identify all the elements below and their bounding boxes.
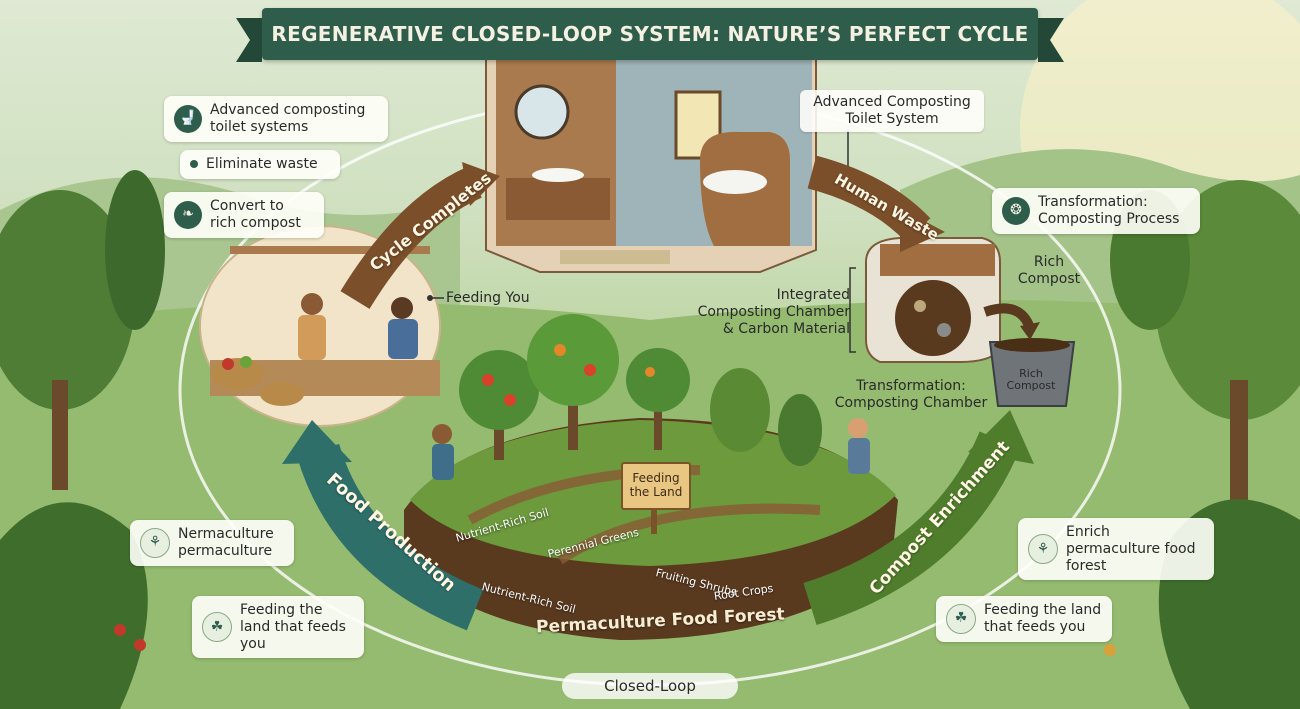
label-feeding-you: Feeding You <box>446 290 530 306</box>
sprout-icon: ⚘ <box>140 527 170 558</box>
arrowhead <box>968 410 1034 464</box>
callout-convert-compost: ❧ Convert to rich compost <box>164 192 324 238</box>
callout-enrich-forest: ⚘ Enrich permaculture food forest <box>1018 518 1214 581</box>
callout-feeding-land-left: ☘ Feeding the land that feeds you <box>192 596 364 659</box>
foliage-left <box>0 502 148 709</box>
bin-compost <box>994 338 1070 352</box>
to-bin-arrowhead <box>1020 322 1040 340</box>
fruit <box>504 394 516 406</box>
callout-eliminate-waste: Eliminate waste <box>180 150 340 179</box>
person-head <box>391 297 413 319</box>
arrow-compost-enrichment <box>803 431 1021 625</box>
garden-path <box>557 503 821 565</box>
cypress-left <box>105 170 165 330</box>
tree-right-1 <box>1155 180 1300 420</box>
bracket <box>849 267 856 353</box>
label-closed-loop: Closed-Loop <box>562 673 738 699</box>
chamber-lid <box>880 244 995 276</box>
fruit <box>645 367 655 377</box>
person-body <box>298 315 326 360</box>
fruit <box>584 364 596 376</box>
bath-mat <box>560 250 670 264</box>
title-banner: REGENERATIVE CLOSED-LOOP SYSTEM: NATURE’… <box>236 8 1064 62</box>
arrowhead <box>282 420 352 464</box>
callout-composting-toilets: 🚽 Advanced composting toilet systems <box>164 96 388 142</box>
vanity <box>506 178 610 220</box>
veg-basket <box>260 382 304 406</box>
compost-icon: ❂ <box>1002 196 1030 225</box>
arrowhead <box>900 208 945 252</box>
mirror <box>514 84 570 140</box>
label-toilet-system: Advanced Composting Toilet System <box>800 90 984 132</box>
sink <box>532 168 584 182</box>
kitchen-shelf <box>230 246 430 254</box>
person-head <box>301 293 323 315</box>
bullet-dot <box>190 160 198 169</box>
toilet-seat <box>703 170 767 194</box>
sign-post <box>651 504 657 534</box>
gardener-head <box>432 424 452 444</box>
arrowhead <box>462 162 500 206</box>
sprout-icon: ⚘ <box>1028 534 1058 565</box>
gardener-body <box>848 438 870 474</box>
tree-left-1 <box>0 190 135 410</box>
greens <box>240 356 252 368</box>
flower <box>1104 644 1116 656</box>
shrub <box>778 394 822 466</box>
hands-plant-icon: ☘ <box>946 603 976 634</box>
toilet-icon: 🚽 <box>174 104 202 133</box>
fruit <box>554 344 566 356</box>
trunk-right-1 <box>1230 380 1248 500</box>
fruit-tree <box>459 350 539 430</box>
sign-feeding-the-land: Feeding the Land <box>621 462 691 510</box>
gardener-head <box>848 418 868 438</box>
trunk-left-1 <box>52 380 68 490</box>
leaf-icon: ❧ <box>174 200 202 229</box>
leader-dot <box>427 295 433 301</box>
tree-trunk <box>654 400 662 450</box>
tree-trunk <box>568 380 578 450</box>
hands-plant-icon: ☘ <box>202 612 232 643</box>
callout-transformation-process: ❂ Transformation: Composting Process <box>992 188 1200 234</box>
page-title: REGENERATIVE CLOSED-LOOP SYSTEM: NATURE’… <box>271 22 1029 46</box>
label-bin: Rich Compost <box>1006 367 1056 393</box>
callout-feeding-land-right: ☘ Feeding the land that feeds you <box>936 596 1112 642</box>
shrub <box>710 368 770 452</box>
carbon-material <box>914 300 926 312</box>
label-transformation-chamber: Transformation: Composting Chamber <box>834 378 988 411</box>
to-bin-arrow <box>983 303 1035 331</box>
tomato <box>222 358 234 370</box>
arrow-cycle-completes <box>340 166 483 309</box>
berry <box>114 624 126 636</box>
label-integrated-chamber: Integrated Composting Chamber & Carbon M… <box>697 287 850 337</box>
callout-permaculture: ⚘ Nermaculture permaculture <box>130 520 294 566</box>
gardener-body <box>432 444 454 480</box>
fruit-tree <box>626 348 690 412</box>
fruit <box>482 374 494 386</box>
veg-basket <box>212 358 264 390</box>
arrow-food-production <box>296 443 484 631</box>
berry <box>134 639 146 651</box>
person-body <box>388 319 418 359</box>
chamber-window <box>891 276 975 360</box>
fruit-tree <box>527 314 619 406</box>
label-rich-compost: Rich Compost <box>1017 254 1081 287</box>
compost-bits <box>937 323 951 337</box>
